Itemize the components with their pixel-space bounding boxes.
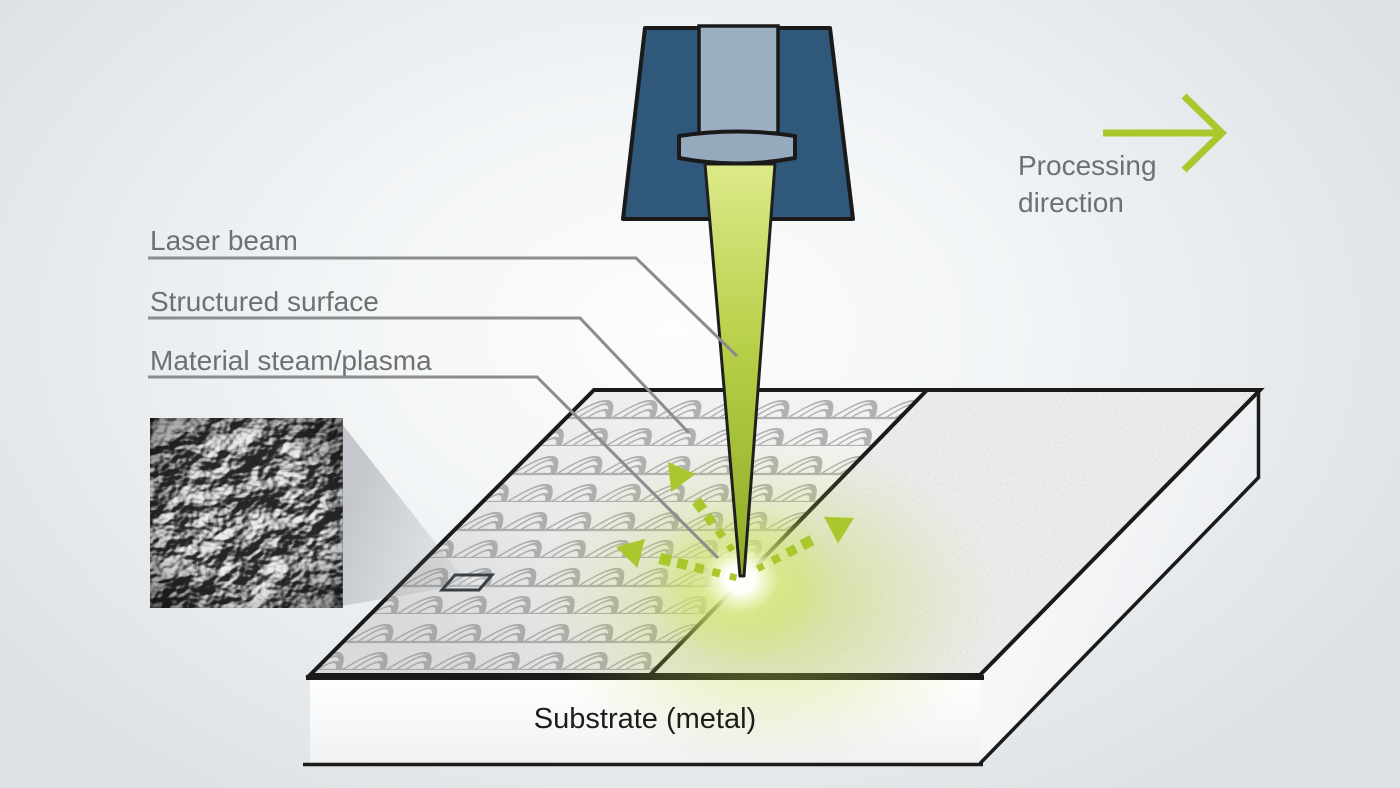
- laser-head: [621, 24, 855, 578]
- steam-arrow-head: [668, 462, 696, 492]
- steam-arrow-dash: [692, 497, 708, 514]
- sem-inset-image: [150, 418, 343, 608]
- substrate-side-face: [980, 390, 1260, 763]
- leader-lines: [148, 256, 739, 560]
- material-steam-arrows: [616, 462, 854, 582]
- label-substrate: Substrate (metal): [533, 703, 757, 735]
- right-arrow-icon: [1103, 93, 1228, 173]
- leader-line-material-steam: [148, 375, 720, 560]
- label-structured-surface: Structured surface: [150, 286, 379, 317]
- steam-arrow-dash: [785, 544, 798, 558]
- steam-arrow-head: [824, 516, 854, 544]
- steam-arrow-head: [616, 538, 645, 568]
- steam-arrow-dash: [725, 543, 736, 553]
- steam-arrow-dash: [729, 572, 738, 582]
- label-processing-direction: Processing direction: [1018, 150, 1157, 218]
- label-material-steam: Material steam/plasma: [150, 345, 432, 376]
- laser-fiber-mount: [697, 24, 780, 135]
- steam-arrow-dash: [693, 562, 705, 574]
- substrate-side-bottom-edge: [978, 475, 1261, 765]
- steam-arrow-dash: [658, 552, 673, 567]
- plasma-glow: [533, 434, 1003, 770]
- steam-arrow-dash: [714, 527, 727, 540]
- zoom-cone: [342, 424, 468, 606]
- focus-lens-collar: [677, 129, 797, 166]
- steam-arrow-dash: [703, 512, 717, 527]
- leader-line-laser-beam: [148, 256, 739, 358]
- steam-arrow-dash: [676, 557, 689, 571]
- leader-line-structured-surface: [148, 316, 691, 435]
- steam-arrow-dash: [770, 553, 782, 565]
- label-laser-beam: Laser beam: [150, 225, 298, 256]
- steam-arrow-dash: [755, 562, 766, 572]
- steam-arrow-dash: [711, 567, 721, 578]
- steam-arrow-dash: [799, 535, 815, 551]
